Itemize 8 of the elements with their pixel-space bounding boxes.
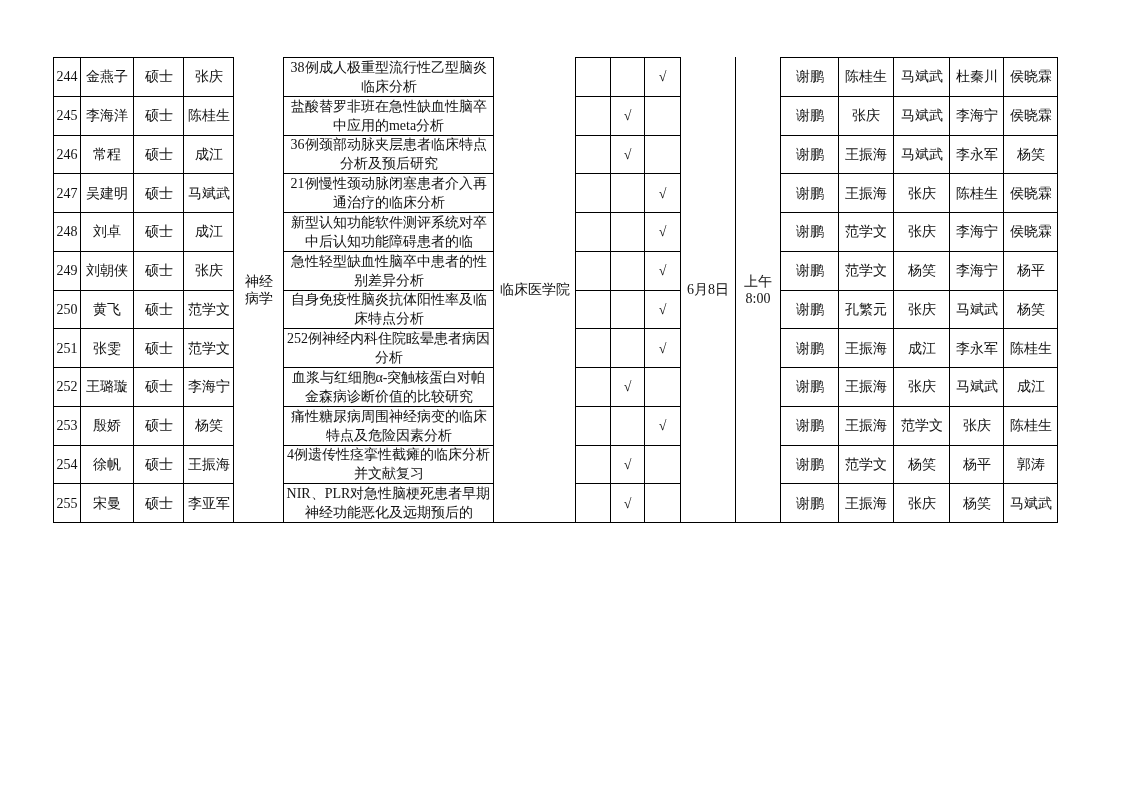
judge-name-cell: 马斌武 [1003,483,1058,523]
row-number-cell: 254 [53,444,81,485]
row-number-cell: 244 [53,57,81,97]
row-number-cell: 246 [53,134,81,175]
judge-name-cell: 侯晓霖 [1003,57,1058,97]
row-number-cell: 247 [53,173,81,213]
thesis-title-cell: NIR、PLR对急性脑梗死患者早期神经功能恶化及远期预后的 [283,483,494,523]
row-number-cell: 255 [53,483,81,523]
